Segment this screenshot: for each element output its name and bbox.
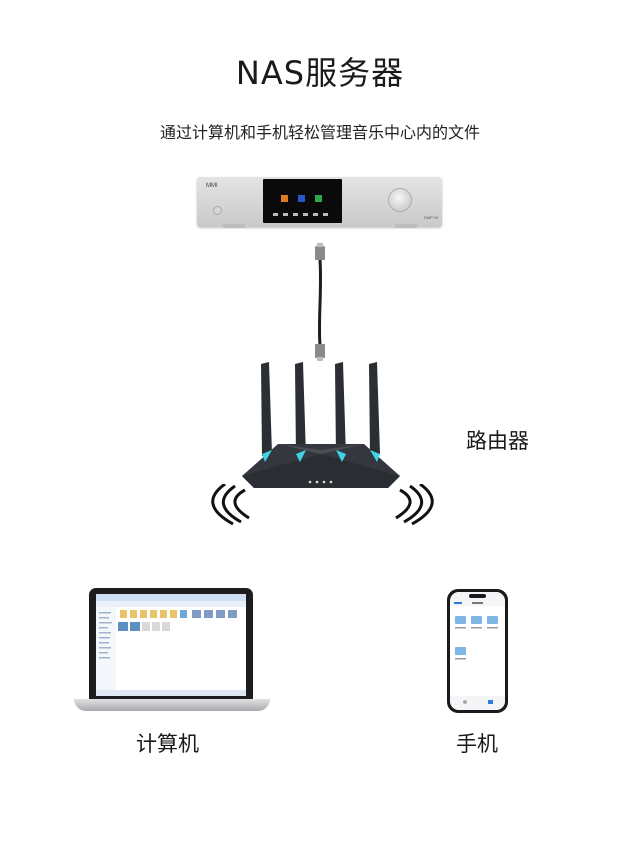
router-led-4 <box>329 480 333 484</box>
phone-label: 手机 <box>456 732 498 756</box>
router-device <box>242 362 400 488</box>
explorer-file-icons <box>118 610 237 631</box>
status-icon-5 <box>313 213 318 216</box>
computer-label: 计算机 <box>136 732 199 756</box>
nas-foot-left <box>223 224 245 228</box>
explorer-statusbar <box>96 690 246 696</box>
status-icon-6 <box>323 213 328 216</box>
phone-browse-tab-icon <box>488 700 493 704</box>
file-explorer-window <box>96 594 246 696</box>
phone-tab-bar <box>450 696 505 710</box>
status-icon-4 <box>303 213 308 216</box>
router-led-1 <box>308 480 312 484</box>
nas-power-button <box>214 207 221 214</box>
router-accent-4 <box>370 450 380 462</box>
cable-plug-bottom-tip <box>317 357 323 361</box>
music-app-icon <box>281 195 288 202</box>
nas-model-label: DMP 20 <box>424 215 439 220</box>
antenna-4 <box>369 362 380 456</box>
router-label: 路由器 <box>466 429 529 453</box>
nas-display-panel <box>263 179 342 223</box>
explorer-titlebar <box>96 594 246 601</box>
wave-right-2 <box>403 484 423 524</box>
phone-nav-title <box>472 602 483 604</box>
nas-foot-right <box>395 224 417 228</box>
phone-folder-captions <box>455 627 498 660</box>
nas-display-icons <box>273 195 328 216</box>
phone-status-bar <box>450 592 505 606</box>
phone-notch <box>469 594 486 598</box>
wave-right-1 <box>395 488 412 520</box>
phone-recent-tab-icon <box>463 700 467 704</box>
ethernet-cable <box>315 243 325 361</box>
laptop-display <box>96 594 246 696</box>
wave-left-3 <box>211 484 234 526</box>
router-ridge <box>278 444 364 454</box>
nas-brand-logo: MMI <box>206 183 218 189</box>
page-subtitle: 通过计算机和手机轻松管理音乐中心内的文件 <box>159 123 480 142</box>
wave-left-1 <box>233 488 250 520</box>
antenna-2 <box>295 362 306 456</box>
wifi-waves-right <box>395 484 434 526</box>
phone-screen <box>450 592 505 710</box>
phone-folder-icons <box>455 616 498 655</box>
router-led-2 <box>315 480 319 484</box>
explorer-sidebar-items <box>99 612 112 659</box>
cable-wire <box>317 259 323 346</box>
wave-right-3 <box>411 484 434 526</box>
antenna-1 <box>261 362 272 456</box>
video-app-icon <box>298 195 305 202</box>
explorer-toolbar <box>96 601 246 607</box>
cable-plug-bottom <box>315 344 325 358</box>
page-title: NAS服务器 <box>235 54 405 92</box>
router-accent-3 <box>336 450 346 462</box>
router-accent-2 <box>296 450 306 462</box>
status-icon-3 <box>293 213 298 216</box>
phone-back-icon <box>454 602 462 604</box>
explorer-sidebar <box>96 607 116 696</box>
status-icon-1 <box>273 213 278 216</box>
settings-app-icon <box>315 195 322 202</box>
router-front <box>242 454 400 488</box>
wifi-waves-left <box>211 484 250 526</box>
antenna-3 <box>335 362 346 456</box>
router-accent-1 <box>262 450 272 462</box>
status-icon-2 <box>283 213 288 216</box>
nas-volume-knob <box>389 189 411 211</box>
router-led-3 <box>322 480 326 484</box>
nas-device: MMI DMP 20 <box>197 177 442 227</box>
cable-plug-top <box>315 246 325 260</box>
cable-plug-top-tip <box>317 243 323 247</box>
laptop-base <box>74 699 270 711</box>
wave-left-2 <box>222 484 242 524</box>
phone-files-app <box>450 592 505 710</box>
